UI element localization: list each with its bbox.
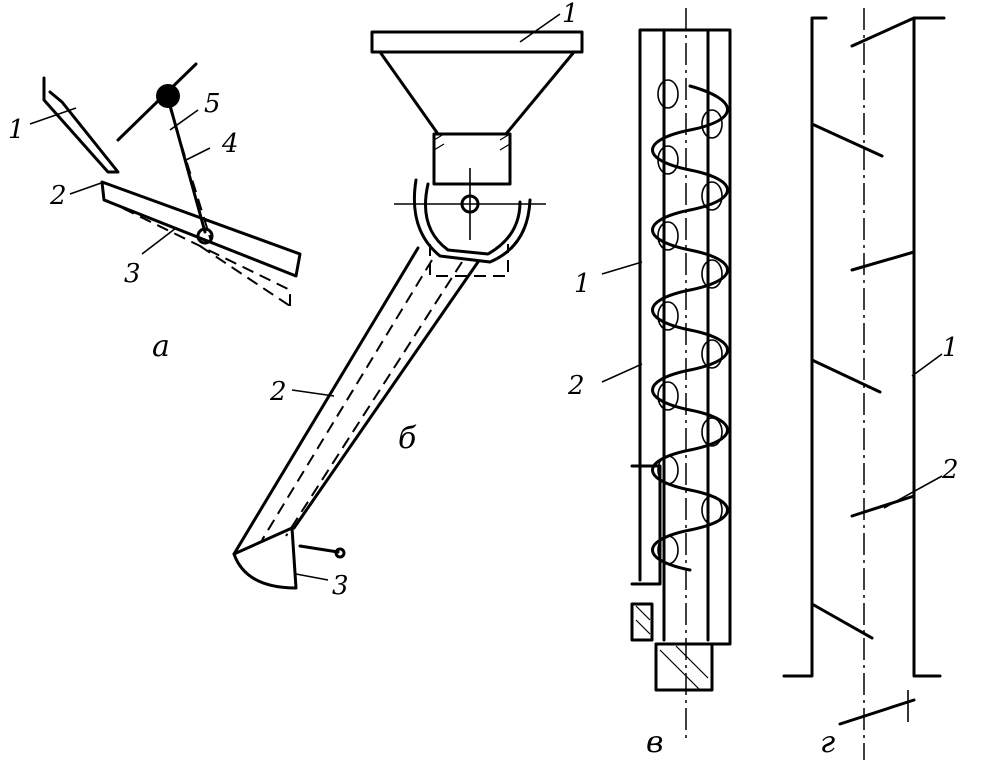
panel-g-label-1: 1	[942, 333, 959, 363]
panel-a-label-5: 5	[204, 89, 221, 119]
panel-v-label-1: 1	[574, 269, 591, 299]
panel-a-pivot	[196, 227, 214, 245]
panel-g: 1 2 г	[782, 8, 959, 760]
panel-v-helix	[651, 84, 729, 572]
panel-a-caption: а	[152, 329, 170, 364]
panel-v-bearing	[630, 464, 714, 692]
panel-v: 1 2 в	[567, 8, 732, 760]
panel-b-label-3: 3	[332, 571, 349, 601]
panel-g-caption: г	[820, 725, 835, 760]
panel-b-label-2: 2	[269, 377, 287, 407]
panel-b-spout	[232, 526, 298, 590]
panel-b-caption: б	[398, 421, 417, 456]
panel-a-label-2: 2	[49, 181, 67, 211]
panel-g-baffles	[810, 16, 916, 726]
panel-a-flap-dashed	[105, 199, 291, 307]
panel-b-hopper	[370, 30, 584, 136]
panel-a-label-4: 4	[221, 129, 239, 159]
panel-a-chute	[42, 76, 120, 174]
panel-g-label-2: 2	[941, 455, 959, 485]
panel-v-flights	[657, 79, 723, 565]
panel-b-tube	[232, 246, 480, 556]
panel-a: 1 2 3 4 5 а	[8, 62, 302, 364]
panel-v-label-2: 2	[567, 371, 585, 401]
panel-b: 1 2 3 б	[232, 0, 584, 601]
panel-b-neck	[432, 132, 512, 186]
panel-b-rotor-housing	[412, 178, 532, 264]
panel-a-label-3: 3	[124, 259, 141, 289]
panel-v-casing	[638, 28, 732, 646]
panel-a-weight	[156, 84, 180, 108]
panel-g-tube	[782, 16, 946, 678]
panel-a-label-1: 1	[8, 115, 25, 145]
panel-a-flap	[100, 180, 302, 278]
panel-v-caption: в	[646, 725, 663, 760]
panel-a-weight-arm	[116, 62, 198, 142]
panel-b-label-1: 1	[562, 0, 579, 29]
panel-a-rod	[166, 96, 207, 234]
panel-a-rod-dashed	[169, 107, 213, 245]
